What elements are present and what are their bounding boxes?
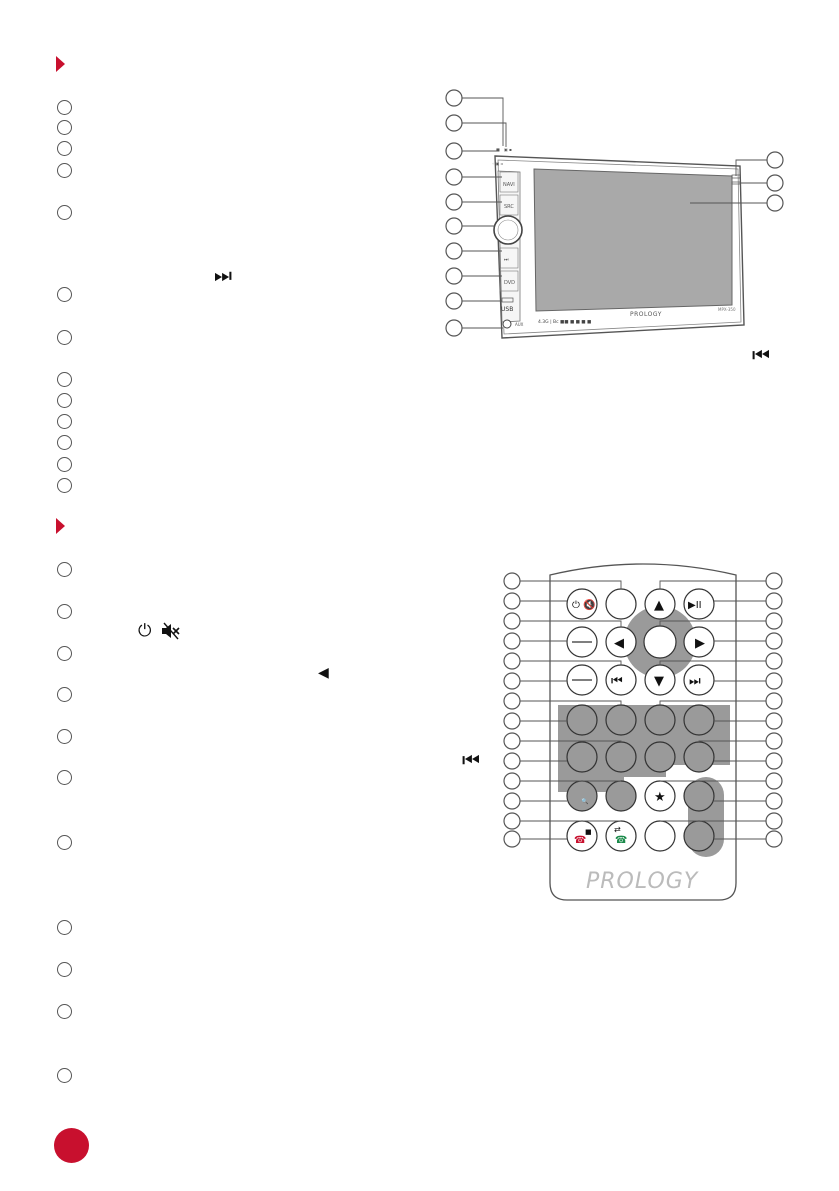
svg-text:☎: ☎ (615, 835, 627, 846)
aux-label: AUX (515, 322, 524, 327)
svg-text:⇄: ⇄ (614, 825, 621, 834)
rewind-icon: ⏮ (752, 343, 770, 367)
aux-jack (502, 319, 512, 329)
remote-brand: PROLOGY (586, 869, 699, 894)
mute-icon-svg (162, 622, 180, 640)
callout-circle (57, 1068, 72, 1083)
mute-icon (160, 621, 180, 645)
usb-label: USB (501, 306, 513, 313)
power-mute-button (566, 588, 598, 620)
svg-text:⏻ 🔇: ⏻ 🔇 (572, 598, 596, 611)
callout-circle (57, 729, 72, 744)
callout-circle (57, 646, 72, 661)
display-screen (533, 168, 733, 312)
ok-button (643, 625, 677, 659)
svg-text:⏭: ⏭ (689, 674, 701, 689)
svg-text:▣ ▪: ▣ ▪ (504, 147, 512, 152)
svg-text:☎: ☎ (574, 835, 586, 846)
callout-circle (57, 372, 72, 387)
svg-text:■: ■ (496, 147, 500, 152)
src-button: SRC (504, 204, 514, 210)
callout-circle (57, 100, 72, 115)
svg-text:▼: ▼ (654, 674, 664, 689)
callout-circle (57, 687, 72, 702)
callout-circle (57, 141, 72, 156)
callout-circle (57, 478, 72, 493)
svg-text:⏮: ⏮ (611, 674, 623, 689)
callout-circle (57, 1004, 72, 1019)
callout-circle (57, 770, 72, 785)
svg-text:◦ ▣ ▫: ◦ ▣ ▫ (492, 161, 504, 166)
remote-control-diagram: ⏻ 🔇 ▲ ▶II ◀ ▶ ⏮ ▼ ⏭ 🔍 ★ ☎ ■ ☎ ⇄ PROLOGY (503, 563, 783, 901)
next-button (683, 664, 715, 696)
svg-text:▲: ▲ (654, 598, 664, 613)
callout-circle (57, 604, 72, 619)
section-marker-head-unit (56, 56, 65, 72)
callout-circle (57, 414, 72, 429)
callout-circle (57, 435, 72, 450)
star-icon: ★ (654, 790, 666, 805)
play-pause-icon: ▶II (688, 600, 702, 611)
play-pause-button (683, 588, 715, 620)
dvd-button: DVD (504, 280, 515, 286)
right-button (683, 626, 715, 658)
callout-circle (57, 962, 72, 977)
head-unit-brand: PROLOGY (630, 311, 662, 318)
blank-button-top (605, 588, 637, 620)
navi-button: NAVI (503, 182, 515, 188)
left-arrow-icon: ◀ (318, 665, 329, 681)
blank-button-bottom (644, 820, 676, 852)
rewind-icon: ⏮ (462, 748, 480, 772)
svg-text:⏭: ⏭ (504, 257, 509, 263)
callout-circle (57, 457, 72, 472)
callout-circle (57, 835, 72, 850)
callout-circle (57, 163, 72, 178)
section-marker-remote-control (56, 518, 65, 534)
callout-circle (57, 205, 72, 220)
callout-circle (57, 330, 72, 345)
stop-icon: ■ (585, 828, 592, 836)
callout-circle (57, 562, 72, 577)
page-number-badge (54, 1128, 89, 1163)
power-icon: ⏻ (138, 621, 152, 641)
svg-text:◀: ◀ (614, 636, 624, 651)
callout-circle (57, 287, 72, 302)
svg-text:4.3G | Bc ■■ ■ ■ ■ ■: 4.3G | Bc ■■ ■ ■ ■ ■ (538, 319, 591, 325)
callout-circle (57, 920, 72, 935)
svg-text:🔍: 🔍 (581, 797, 589, 805)
fast-forward-icon: ⏭ (214, 263, 232, 287)
head-unit-diagram: NAVI SRC ⏭ DVD USB AUX 4.3G | Bc ■■ ■ ■ … (445, 89, 784, 339)
callout-circle (57, 120, 72, 135)
callout-circle (57, 393, 72, 408)
svg-text:MPX-350: MPX-350 (718, 307, 736, 312)
svg-text:▶: ▶ (695, 636, 705, 651)
